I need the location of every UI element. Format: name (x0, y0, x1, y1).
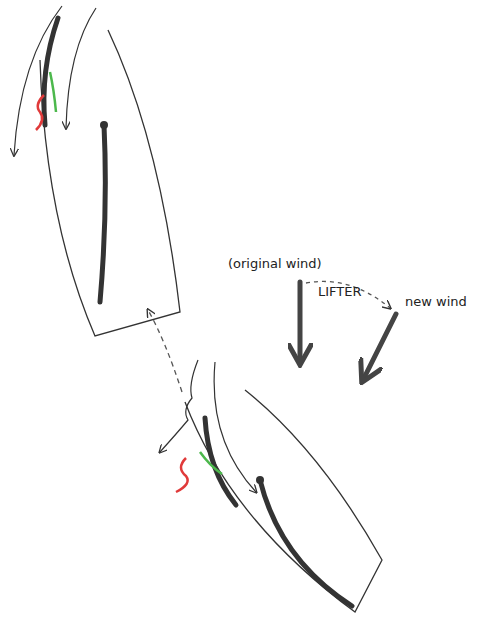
telltale-green (50, 72, 56, 112)
jib (44, 18, 58, 125)
telltale-red (36, 95, 44, 130)
mainsail (260, 480, 352, 606)
airflow-line (66, 8, 96, 128)
wind-label: (original wind) (228, 257, 322, 271)
shift-label: LIFTER (318, 285, 362, 299)
telltale-green (200, 452, 222, 474)
new-wind-arrow (364, 314, 396, 378)
lift-shift-arrow (306, 281, 390, 308)
telltale-red (176, 458, 188, 492)
airflow-line (14, 6, 62, 155)
airflow-line (160, 360, 198, 452)
hull-outline (185, 390, 382, 612)
mast-dot (256, 476, 264, 484)
upper-boat (14, 6, 180, 336)
original-wind-arrow (298, 282, 303, 360)
tack-arrow (148, 310, 182, 392)
mast-dot (100, 121, 108, 129)
mainsail (100, 125, 105, 302)
lower-boat (160, 360, 382, 612)
hull-outline (40, 30, 180, 336)
wind-label: new wind (405, 295, 467, 309)
